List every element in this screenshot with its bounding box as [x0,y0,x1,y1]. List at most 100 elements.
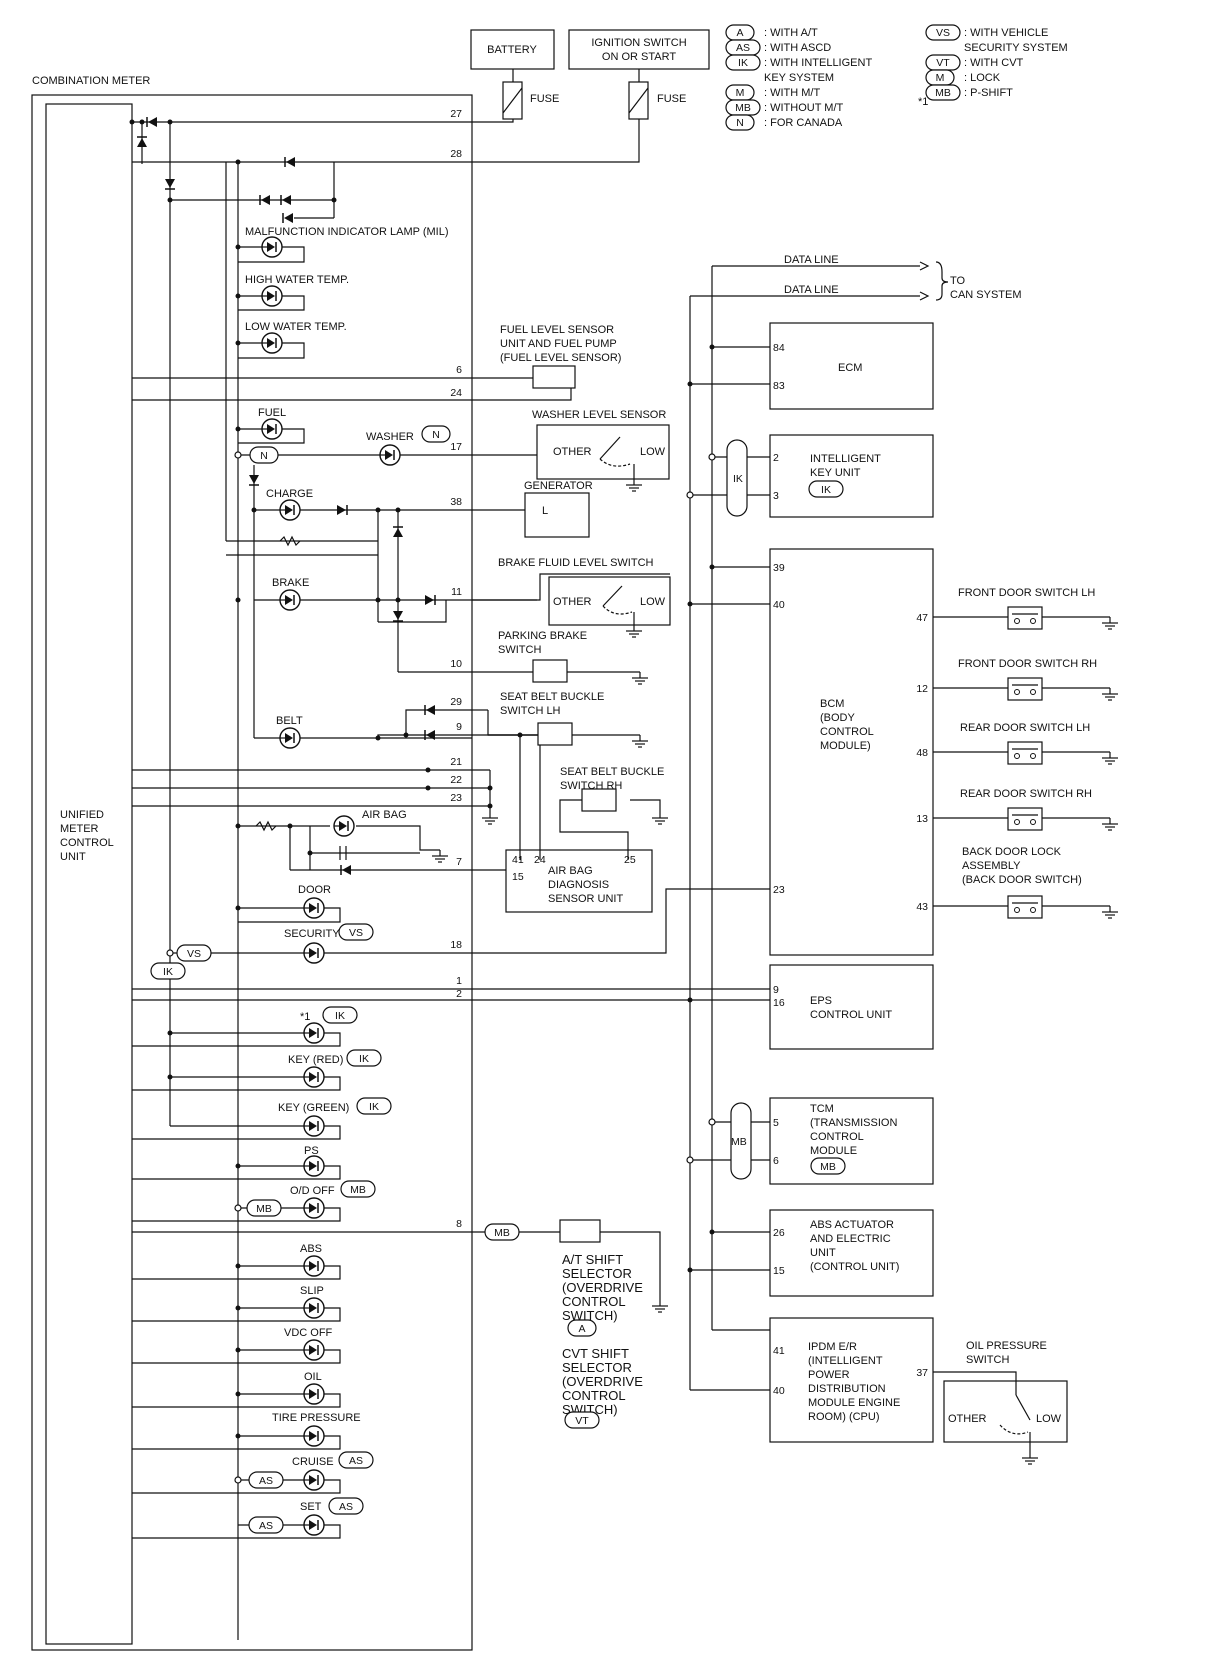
pin-28: 28 [450,148,462,160]
back-door-1: BACK DOOR LOCK [962,846,1062,858]
pin-29: 29 [450,696,462,708]
cvt-shift-1: CVT SHIFT [562,1346,629,1361]
parking-brake-label-1: PARKING BRAKE [498,630,587,642]
legend-text: : WITHOUT M/T [764,102,844,114]
charge-label: CHARGE [266,488,313,500]
seat-rh-label-1: SEAT BELT BUCKLE [560,766,664,778]
cvt-shift-3: (OVERDRIVE [562,1374,643,1389]
pin-38: 38 [450,496,462,508]
ipdm-pin-37: 37 [916,1367,928,1379]
set-label: SET [300,1501,322,1513]
legend-badge-frame [925,24,961,41]
legend-badge: N [736,117,744,129]
legend-text: : LOCK [964,72,1001,84]
fuel-sensor-label-2: UNIT AND FUEL PUMP [500,338,617,350]
pin-1: 1 [456,975,462,987]
badge-ik-frame [808,480,844,498]
slip-label: SLIP [300,1285,324,1297]
airbag-unit-label-3: SENSOR UNIT [548,893,623,905]
tcm-pin-6: 6 [773,1155,779,1167]
badge-n: N [432,429,440,441]
at-shift-5: SWITCH) [562,1308,618,1323]
washer-label: WASHER [366,431,414,443]
ik-unit-2: KEY UNIT [810,467,861,479]
bcm-pin-47: 47 [916,612,928,624]
key-red-label: KEY (RED) [288,1054,343,1066]
pin-17: 17 [450,441,462,453]
oil-label: OIL [304,1371,322,1383]
abs-unit-1: ABS ACTUATOR [810,1219,894,1231]
svg-text:METER: METER [60,823,99,835]
badge-vs: VS [349,927,363,939]
bcm-pin-13: 13 [916,813,928,825]
battery-label: BATTERY [487,44,537,56]
abs-pin-15: 15 [773,1265,785,1277]
badge-as-frame [338,1451,374,1469]
high-water-label: HIGH WATER TEMP. [245,274,349,286]
ignition-label-2: ON OR START [602,51,676,63]
legend-badge-frame [725,54,761,71]
ik-oval-label: IK [733,473,743,485]
legend-badge: MB [935,87,951,99]
badge-n-frame [421,425,451,443]
badge-ik-frame [356,1097,392,1115]
airbag-unit-label-2: DIAGNOSIS [548,879,609,891]
tcm-1: TCM [810,1103,834,1115]
lamp-bridge [132,1265,341,1280]
fuel-sensor-label-3: (FUEL LEVEL SENSOR) [500,352,621,364]
ecm-pin-83: 83 [773,380,785,392]
pin-10: 10 [450,658,462,670]
rear-rh-label: REAR DOOR SWITCH RH [960,788,1092,800]
fuel-sensor-label-1: FUEL LEVEL SENSOR [500,324,614,336]
abs-unit-4: (CONTROL UNIT) [810,1261,899,1273]
badge-vs-frame [176,944,212,962]
badge-ik: IK [821,484,831,496]
oil-switch-2: SWITCH [966,1354,1009,1366]
lamp-bridge [132,1349,341,1364]
badge-vt: VT [575,1415,589,1427]
cruise-label: CRUISE [292,1456,334,1468]
bcm-pin-12: 12 [916,683,928,695]
eps-2: CONTROL UNIT [810,1009,892,1021]
badge-ik-frame [346,1049,382,1067]
legend-text: : WITH M/T [764,87,820,99]
abs-unit-2: AND ELECTRIC [810,1233,891,1245]
pin-18: 18 [450,939,462,951]
ik-pin-2: 2 [773,452,779,464]
abs-unit-3: UNIT [810,1247,836,1259]
svg-text:UNIFIED: UNIFIED [60,809,104,821]
od-off-label: O/D OFF [290,1185,335,1197]
bcm-4: MODULE) [820,740,871,752]
pin-11: 11 [451,586,462,598]
legend-text: : WITH VEHICLE [964,27,1048,39]
ipdm-pin-40: 40 [773,1385,785,1397]
front-lh-label: FRONT DOOR SWITCH LH [958,587,1095,599]
lamp-bridge [132,1435,341,1450]
brake-label: BRAKE [272,577,309,589]
ipdm-pin-41: 41 [773,1345,785,1357]
mb-oval-label: MB [731,1136,747,1148]
svg-text:UNIT: UNIT [60,851,86,863]
vdc-off-label: VDC OFF [284,1327,333,1339]
legend-badge: IK [738,57,748,69]
badge-mb: MB [350,1184,366,1196]
brake-fluid-label: BRAKE FLUID LEVEL SWITCH [498,557,654,569]
bcm-pin-23: 23 [773,884,785,896]
lamp-bridge [132,1524,341,1539]
legend-badge: AS [736,42,750,54]
badge-as: AS [349,1455,363,1467]
pin-27: 27 [450,108,462,120]
pin-24: 24 [450,387,462,399]
oil-switch-1: OIL PRESSURE [966,1340,1047,1352]
mil-label: MALFUNCTION INDICATOR LAMP (MIL) [245,226,449,238]
parking-brake-label-2: SWITCH [498,644,541,656]
ab-pin-41: 41 [512,854,524,866]
badge-mb-frame [810,1157,846,1175]
ecm-label: ECM [838,362,862,374]
ab-pin-15: 15 [512,871,524,883]
badge-ik: IK [335,1010,345,1022]
eps-1: EPS [810,995,832,1007]
cvt-shift-4: CONTROL [562,1388,626,1403]
